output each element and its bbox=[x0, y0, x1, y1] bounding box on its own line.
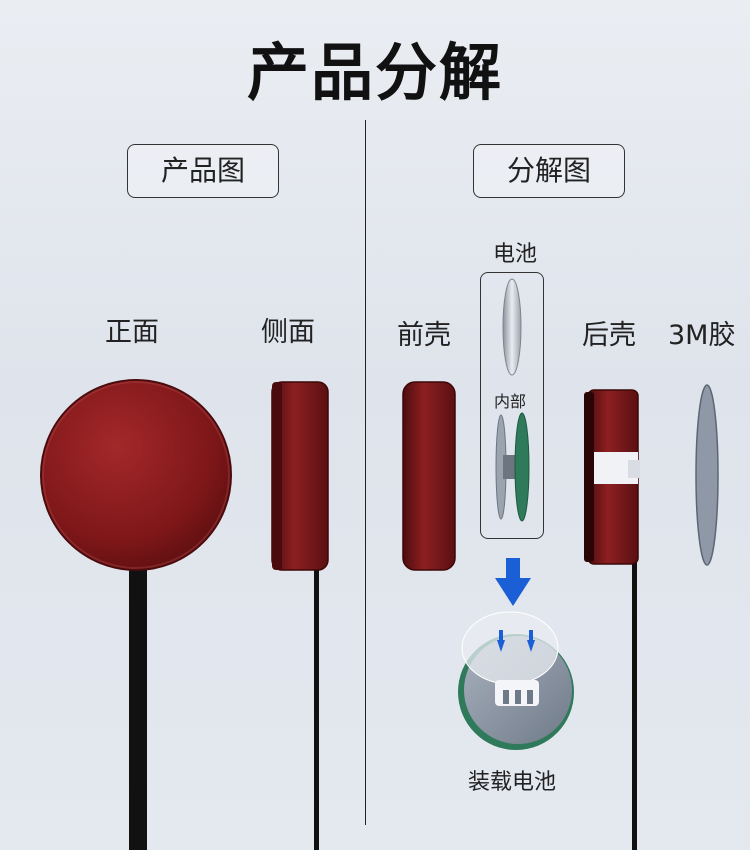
arrow-down-icon bbox=[495, 558, 531, 606]
adhesive-disk bbox=[695, 384, 719, 566]
center-divider bbox=[365, 120, 366, 825]
side-label: 侧面 bbox=[261, 317, 315, 348]
install-battery-label: 装载电池 bbox=[468, 770, 557, 795]
inner-part-illustration bbox=[495, 412, 530, 522]
battery-illustration bbox=[502, 278, 522, 376]
page-title: 产品分解 bbox=[246, 36, 503, 109]
back-shell bbox=[584, 389, 640, 850]
front-view-product bbox=[40, 379, 232, 850]
battery-label: 电池 bbox=[493, 242, 538, 267]
exploded-view-tag: 分解图 bbox=[473, 144, 625, 198]
front-shell-label: 前壳 bbox=[397, 320, 451, 351]
battery-box bbox=[480, 272, 544, 539]
side-view-product bbox=[271, 381, 329, 850]
back-shell-label: 后壳 bbox=[582, 320, 636, 351]
front-label: 正面 bbox=[105, 317, 159, 348]
adhesive-label: 3M胶 bbox=[668, 320, 736, 351]
inner-label: 内部 bbox=[494, 392, 527, 411]
front-shell bbox=[402, 381, 456, 571]
battery-install-illustration bbox=[458, 611, 574, 750]
product-view-tag: 产品图 bbox=[127, 144, 279, 198]
